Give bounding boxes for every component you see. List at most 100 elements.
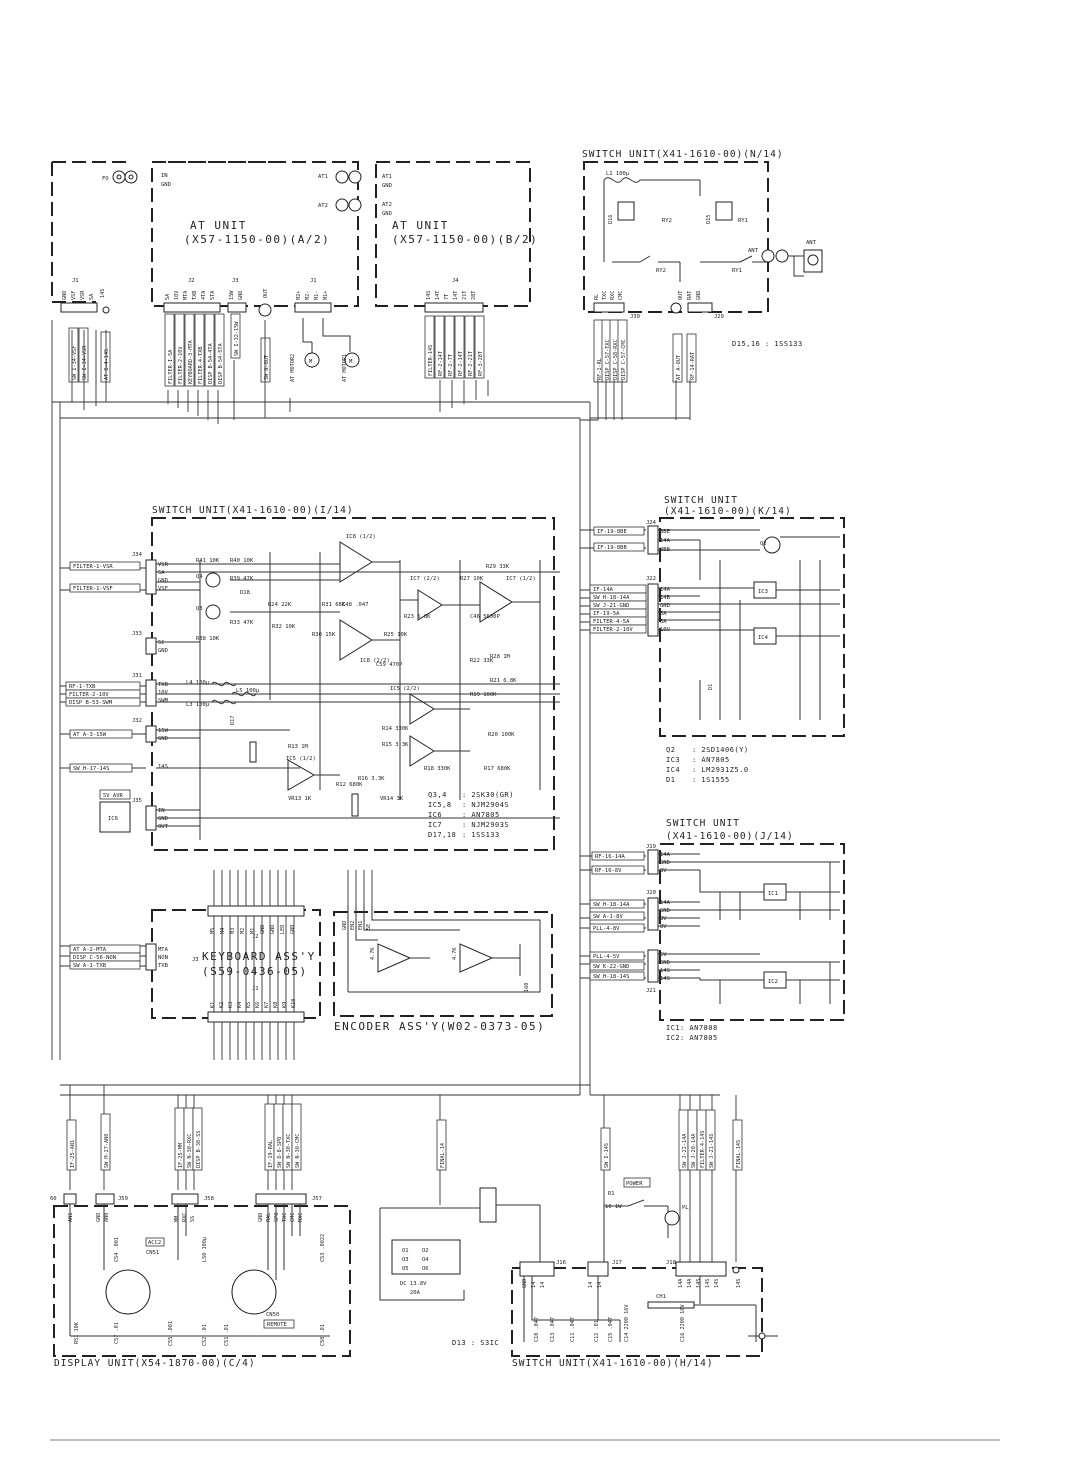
svg-text:J58: J58 — [204, 1196, 214, 1202]
top-connectors: J1 J2 J3 J1 J4 14S OUT — [60, 278, 484, 317]
j31-pin: 10V — [158, 690, 169, 696]
kb-j2-pin: GND — [260, 925, 266, 934]
switch-i-note-ref: IC7 — [428, 821, 442, 829]
switch-i-note-value: : 1SS133 — [462, 831, 500, 839]
harness-j2-tag-box — [194, 313, 205, 387]
switch-i-pin-labels: VSR5AGNDVSF5CGNDTXB10VSWM15WGNDINGNDOUT1… — [158, 562, 169, 830]
harness-j24-tag-box — [593, 526, 645, 536]
harness-j21-tag-box — [589, 961, 645, 971]
kb-j2-pin: GND — [270, 925, 276, 934]
switch-i-part: R25 10K — [384, 632, 408, 638]
j29-pin: OUT — [678, 291, 684, 300]
switch-i-part: R29 33K — [486, 564, 510, 570]
harness-j34-tag-box — [69, 561, 141, 571]
ic7a-label: IC7 (2/2) — [410, 576, 440, 582]
ic8a-label: IC8 (1/2) — [346, 534, 376, 540]
j1-14s-label: 14S — [100, 289, 106, 298]
harness-j57-tag-box — [291, 1103, 302, 1171]
ic7b-label: IC7 (1/2) — [506, 576, 536, 582]
switch-i-part: VR14 3K — [380, 796, 404, 802]
harness-j24-tag: IF-19-8BE — [597, 529, 627, 535]
switch-k-note-value: : AN7805 — [692, 756, 730, 764]
harness-j1-tag-box — [78, 327, 89, 383]
switch-i-part: R27 10K — [460, 576, 484, 582]
harness-j21-tag-box — [589, 971, 645, 981]
acc2-label: ACC2 — [148, 1240, 161, 1246]
at-unit-b-part: (X57-1150-00)(B/2) — [392, 233, 538, 246]
display-part: R51 10K — [74, 1321, 80, 1344]
kb-j1-pin: K5 — [246, 1002, 252, 1008]
at-j1-pin: 5A — [89, 293, 95, 300]
switch-i-part: R17 680K — [484, 766, 511, 772]
fo-gnd-label: GND — [161, 182, 171, 188]
at-unit-a-title: AT UNIT — [190, 219, 247, 232]
at-unit-a-block: AT UNIT (X57-1150-00)(A/2) FO IN GND AT1… — [51, 161, 362, 307]
kb-j3-pin: NON — [158, 955, 168, 961]
switch-i-part: R24 22K — [268, 602, 292, 608]
harness-j34-tag-box — [69, 583, 141, 593]
harness-j4-tag: RF-2-14T — [458, 351, 464, 376]
switch-h-note: D13 : S3IC — [452, 1339, 499, 1347]
switch-i-note-ref: IC6 — [428, 811, 442, 819]
kb-j1-pin: K2 — [219, 1002, 225, 1008]
j17-pin: 14 — [597, 1282, 603, 1288]
harness-j3-tag: SW I-32-15W — [234, 321, 240, 356]
encoder-assy-block: ENCODER ASS'Y(W02-0373-05) 4.7K 4.7K 160 — [333, 905, 553, 1033]
harness-j18-tag: SW J-22-14A — [682, 1133, 688, 1168]
d15-label: D15 — [706, 215, 712, 224]
switch-i-part: L4 100μ — [186, 680, 210, 686]
kb-j2-pin: M3 — [230, 928, 236, 934]
harness-j18-tag: SW J-21-14S — [709, 1134, 715, 1168]
ic5b-label: IC5 (1/2) — [286, 756, 316, 762]
harness-final14s-tag-box — [732, 1119, 743, 1171]
kb-j2-pin: LED — [280, 925, 286, 934]
switch-i-part: R20 100K — [488, 732, 515, 738]
ic5a-label: IC5 (2/2) — [390, 686, 420, 692]
svg-text:J32: J32 — [132, 718, 142, 724]
at-j2-pin: 4TA — [201, 290, 207, 300]
at2-label: AT2 — [318, 203, 328, 209]
at-j4-pin: 21T — [462, 291, 468, 300]
j29-pin: RAT — [687, 291, 693, 300]
harness-j4-tag-box — [454, 315, 465, 379]
j19-pin: 14A — [660, 852, 671, 858]
j59-pin: GND — [96, 1213, 102, 1222]
kb-j1-pin: K4 — [237, 1002, 243, 1008]
switch-i-part: R33 47K — [230, 620, 254, 626]
harness-j31-tag-box — [65, 697, 141, 707]
harness-j22-tag: SW H-18-14A — [593, 595, 630, 601]
harness-j29-tag: RF-14-RAT — [690, 352, 696, 380]
harness-j4-tag: RF-3-28T — [478, 351, 484, 376]
dc-pin: O2 — [422, 1248, 429, 1254]
harness-j60-tag-box — [66, 1119, 77, 1171]
switch-i-part: R31 68K — [322, 602, 346, 608]
encoder-r2: 4.7K — [452, 947, 458, 960]
switch-k-note-ref: IC4 — [666, 766, 680, 774]
harness-j1-tag: SW I-34-VSR — [82, 345, 88, 380]
j58-pin: RXC — [182, 1213, 188, 1222]
at-motor-pin: M2- — [305, 291, 311, 300]
switch-i-part: R28 1M — [490, 654, 511, 660]
switch-i-part: VR13 1K — [288, 796, 312, 802]
harness-j30-tag-box — [617, 319, 628, 383]
at-motor1-label: AT MOTOR1 — [342, 354, 348, 382]
at-j4-pin: 7T — [444, 294, 450, 300]
display-part: L50 100μ — [202, 1237, 208, 1262]
switch-h-part: C11 .047 — [570, 1317, 576, 1342]
harness-j4-tag-box — [444, 315, 455, 379]
harness-final14-tag-box — [436, 1119, 447, 1171]
switch-unit-k-title: SWITCH UNIT — [664, 495, 738, 506]
ry1-label-b: RY1 — [732, 268, 742, 274]
at1-label: AT1 — [318, 174, 328, 180]
switch-i-part: R12 680K — [336, 782, 363, 788]
switch-i-part: R19 100K — [470, 692, 497, 698]
svg-text:J20: J20 — [646, 890, 656, 896]
